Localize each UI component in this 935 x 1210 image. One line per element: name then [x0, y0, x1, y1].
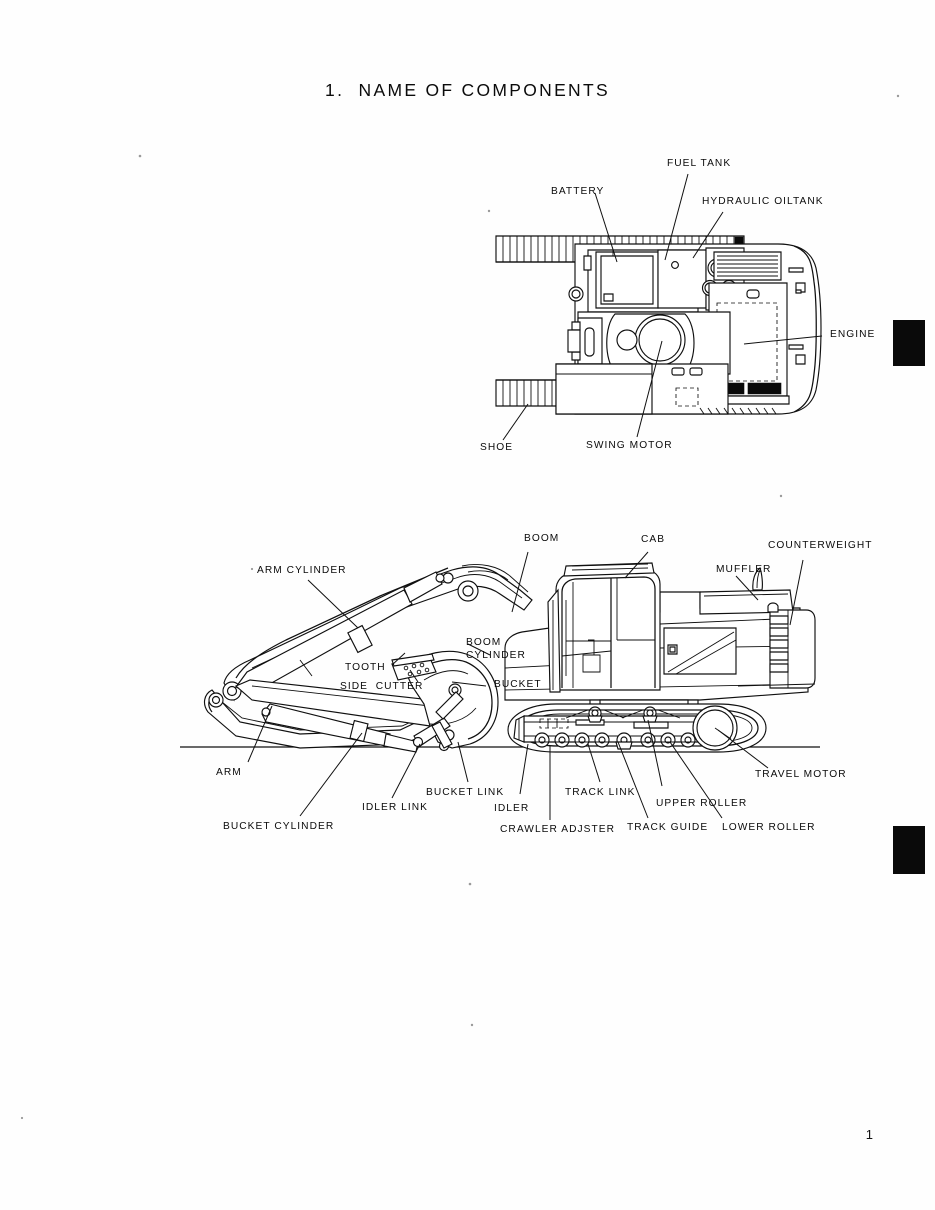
callout-arm: ARM — [216, 767, 242, 778]
callout-fuel-tank: FUEL TANK — [667, 158, 732, 169]
callout-side-cutter: SIDE CUTTER — [340, 681, 424, 692]
callout-bucket: BUCKET — [494, 679, 542, 690]
callout-boom-cylinder: BOOM CYLINDER — [466, 637, 526, 661]
callout-crawler-adjster: CRAWLER ADJSTER — [500, 824, 615, 835]
callout-tooth: TOOTH — [345, 662, 386, 673]
callout-track-link: TRACK LINK — [565, 787, 636, 798]
callout-lower-roller: LOWER ROLLER — [722, 822, 816, 833]
page-number: 1 — [865, 1127, 873, 1142]
callout-muffler: MUFFLER — [716, 564, 772, 575]
callout-battery: BATTERY — [551, 186, 605, 197]
edge-tab-marker-bottom — [893, 826, 925, 874]
callout-arm-cylinder: ARM CYLINDER — [257, 565, 347, 576]
callout-engine: ENGINE — [830, 329, 876, 340]
callout-travel-motor: TRAVEL MOTOR — [755, 769, 847, 780]
callout-hydraulic-oiltank: HYDRAULIC OILTANK — [702, 196, 824, 207]
callout-idler-link: IDLER LINK — [362, 802, 428, 813]
callout-shoe: SHOE — [480, 442, 514, 453]
callout-upper-roller: UPPER ROLLER — [656, 798, 748, 809]
callout-boom: BOOM — [524, 533, 560, 544]
callout-bucket-link: BUCKET LINK — [426, 787, 505, 798]
top-view-drawing — [496, 174, 822, 440]
callout-counterweight: COUNTERWEIGHT — [768, 540, 873, 551]
callout-idler: IDLER — [494, 803, 530, 814]
callout-track-guide: TRACK GUIDE — [627, 822, 709, 833]
page-title: 1. NAME OF COMPONENTS — [325, 80, 610, 100]
callout-cab: CAB — [641, 534, 666, 545]
callout-bucket-cylinder: BUCKET CYLINDER — [223, 821, 335, 832]
callout-swing-motor: SWING MOTOR — [586, 440, 673, 451]
edge-tab-marker-top — [893, 320, 925, 366]
